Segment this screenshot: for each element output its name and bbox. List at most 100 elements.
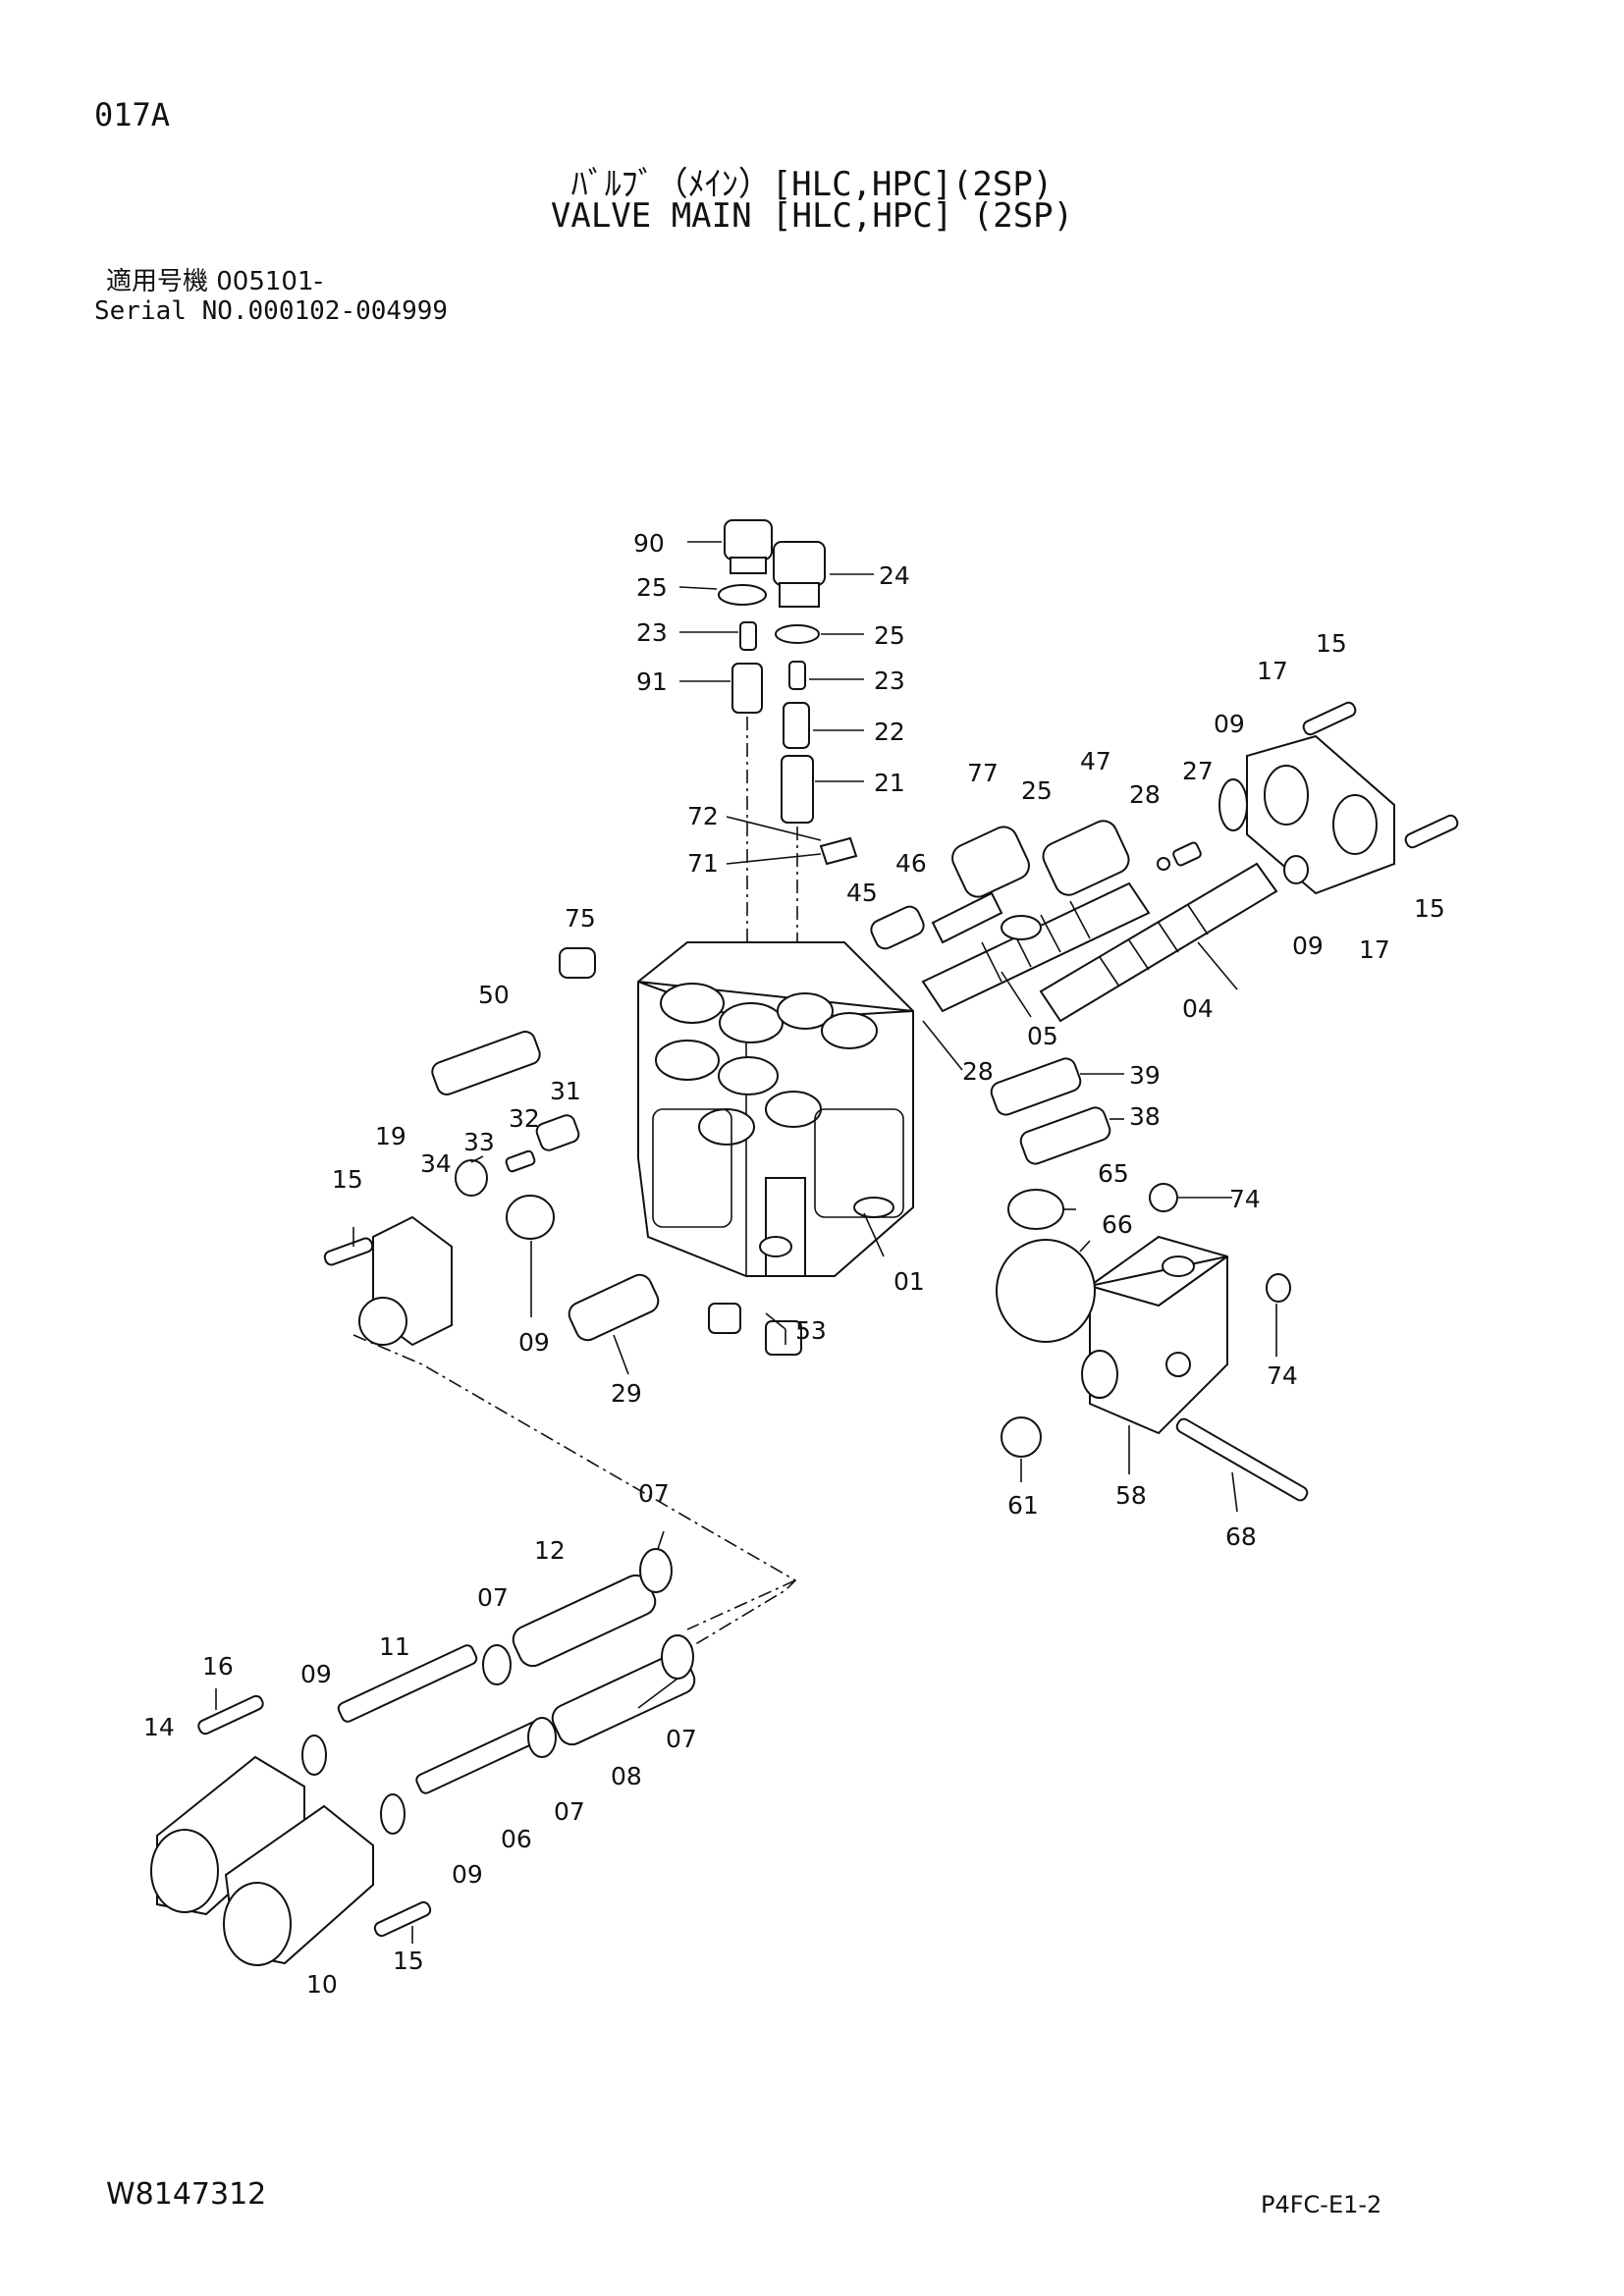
callout-45: 45 bbox=[846, 879, 878, 907]
spring-23-right bbox=[788, 661, 806, 690]
spring-46 bbox=[931, 891, 1003, 944]
callout-06: 06 bbox=[501, 1825, 532, 1853]
callout-74: 74 bbox=[1229, 1185, 1261, 1213]
callout-72: 72 bbox=[687, 802, 719, 830]
block-58 bbox=[1081, 1235, 1228, 1435]
callout-05: 05 bbox=[1027, 1022, 1058, 1050]
bolt-15-top bbox=[1302, 701, 1357, 736]
valve-29 bbox=[568, 1273, 660, 1342]
document-number: W8147312 bbox=[106, 2177, 267, 2212]
callout-07: 07 bbox=[554, 1797, 585, 1826]
serial-range-japanese: 適用号機 005101- bbox=[106, 267, 323, 296]
callout-09: 09 bbox=[300, 1660, 332, 1688]
washer-07-a bbox=[639, 1548, 673, 1593]
ball-28 bbox=[1157, 857, 1170, 871]
plug-74-top bbox=[1149, 1183, 1178, 1212]
callout-15: 15 bbox=[1414, 894, 1445, 923]
plug-77 bbox=[951, 826, 1030, 898]
callout-28: 28 bbox=[1129, 780, 1161, 809]
page-title: VALVE MAIN [HLC,HPC] (2SP) bbox=[550, 196, 1074, 236]
callout-28: 28 bbox=[962, 1057, 994, 1086]
screw-27 bbox=[1172, 841, 1202, 867]
callout-25: 25 bbox=[874, 621, 905, 650]
spring-23-left bbox=[739, 621, 757, 651]
callout-09: 09 bbox=[452, 1860, 483, 1889]
poppet-21 bbox=[781, 755, 814, 824]
callout-68: 68 bbox=[1225, 1522, 1257, 1551]
poppet-22 bbox=[783, 702, 810, 749]
callout-46: 46 bbox=[895, 849, 927, 878]
bolt-15-left bbox=[323, 1237, 374, 1266]
callout-07: 07 bbox=[638, 1479, 670, 1508]
bolt-15-right bbox=[1404, 814, 1459, 849]
o-ring-09-solenoid-lower bbox=[380, 1793, 406, 1835]
plug-47 bbox=[1042, 820, 1130, 896]
callout-labels: 90 24 25 25 23 23 91 22 21 72 71 77 25 4… bbox=[143, 529, 1445, 1999]
callout-07: 07 bbox=[666, 1725, 697, 1753]
callout-50: 50 bbox=[478, 981, 510, 1009]
washer-07-d bbox=[527, 1717, 557, 1758]
callout-33: 33 bbox=[463, 1128, 495, 1156]
callout-29: 29 bbox=[611, 1379, 642, 1408]
rod-06 bbox=[415, 1720, 547, 1794]
callout-19: 19 bbox=[375, 1122, 406, 1150]
valve-body-01 bbox=[637, 941, 914, 1277]
callout-17: 17 bbox=[1257, 657, 1288, 685]
callout-77: 77 bbox=[967, 759, 999, 787]
spring-32 bbox=[505, 1149, 536, 1173]
plug-61 bbox=[1001, 1416, 1042, 1458]
serial-range: Serial NO.000102-004999 bbox=[94, 296, 449, 326]
bolt-16 bbox=[197, 1694, 264, 1735]
page-title-japanese: ﾊﾞﾙﾌﾞ（ﾒｲﾝ）[HLC,HPC](2SP) bbox=[570, 165, 1054, 204]
washer-07-c bbox=[661, 1634, 694, 1680]
o-ring-66 bbox=[996, 1239, 1096, 1343]
callout-14: 14 bbox=[143, 1713, 175, 1741]
bolt-15-bottom bbox=[373, 1900, 432, 1938]
o-ring-09-lower bbox=[1283, 855, 1309, 884]
callout-09: 09 bbox=[1214, 710, 1245, 738]
o-ring-09-left bbox=[506, 1195, 555, 1240]
callout-09: 09 bbox=[518, 1328, 550, 1357]
callout-24: 24 bbox=[879, 561, 910, 590]
cover-17-upper bbox=[1246, 734, 1395, 895]
leader-lines bbox=[215, 541, 1277, 1944]
callout-47: 47 bbox=[1080, 747, 1111, 775]
callout-61: 61 bbox=[1007, 1491, 1039, 1520]
o-ring-25-right bbox=[775, 624, 820, 644]
o-ring-65 bbox=[1007, 1189, 1064, 1230]
callout-11: 11 bbox=[379, 1632, 410, 1661]
spring-12 bbox=[512, 1574, 657, 1668]
callout-16: 16 bbox=[202, 1652, 234, 1681]
callout-23: 23 bbox=[636, 618, 668, 647]
o-ring-09-upper bbox=[1218, 778, 1248, 831]
callout-71: 71 bbox=[687, 849, 719, 878]
plug-75 bbox=[559, 947, 596, 979]
callout-39: 39 bbox=[1129, 1061, 1161, 1090]
o-ring-25-left bbox=[718, 584, 767, 606]
callout-10: 10 bbox=[306, 1970, 338, 1999]
callout-17: 17 bbox=[1359, 935, 1390, 964]
plug-31 bbox=[535, 1114, 580, 1151]
callout-38: 38 bbox=[1129, 1102, 1161, 1131]
plug-53-right bbox=[765, 1320, 802, 1356]
callout-32: 32 bbox=[509, 1104, 540, 1133]
callout-66: 66 bbox=[1102, 1210, 1133, 1239]
page-code: 017A bbox=[94, 96, 171, 133]
o-ring-09-solenoid-upper bbox=[301, 1735, 327, 1776]
callout-15: 15 bbox=[332, 1165, 363, 1194]
callout-25: 25 bbox=[636, 573, 668, 602]
plug-45 bbox=[870, 905, 925, 950]
callout-34: 34 bbox=[420, 1149, 452, 1178]
callout-15: 15 bbox=[393, 1947, 424, 1975]
callout-21: 21 bbox=[874, 769, 905, 797]
plug-53-left bbox=[708, 1303, 741, 1334]
callout-22: 22 bbox=[874, 718, 905, 746]
callout-04: 04 bbox=[1182, 994, 1214, 1023]
cover-19 bbox=[358, 1215, 453, 1347]
callout-53: 53 bbox=[795, 1316, 827, 1345]
drawing-code: P4FC-E1-2 bbox=[1261, 2191, 1382, 2218]
spool-04 bbox=[1039, 862, 1278, 1023]
relief-valve-39 bbox=[990, 1057, 1082, 1116]
plug-24 bbox=[773, 541, 826, 608]
